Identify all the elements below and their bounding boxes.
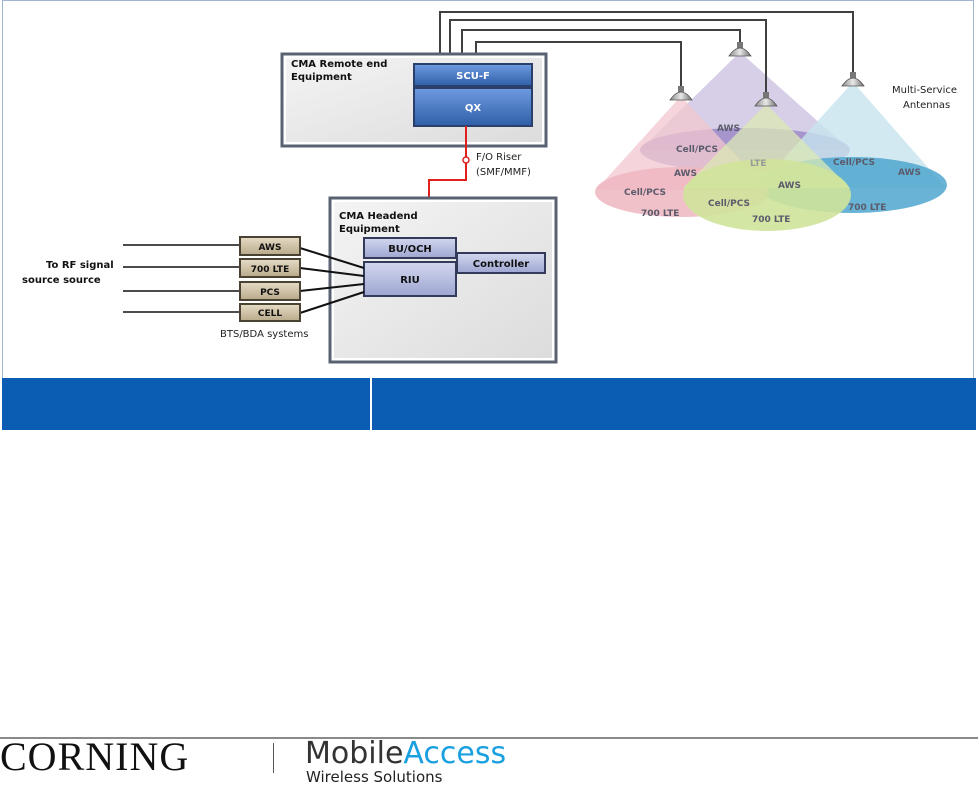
rf-source-label-line1: To RF signal [46,260,114,271]
riu-module [363,261,457,297]
bts-caption: BTS/BDA systems [220,329,308,340]
antenna-icon [841,72,865,87]
system-diagram: AWS Cell/PCS LTE AWS Cell/PCS 700 LTE AW… [22,11,957,364]
bts-box-cell [239,303,301,322]
coverage-label-purple-lte: LTE [750,159,767,169]
antenna-icon [728,42,752,57]
rf-source-label-line2: source source [22,275,101,286]
riser-label-line2: (SMF/MMF) [476,167,531,178]
scu-f-module [413,63,533,87]
bts-box-700-lte [239,258,301,278]
bts-to-riu-cables [299,247,365,314]
controller-module [456,252,546,274]
qx-label: QX [465,103,482,114]
controller-label: Controller [473,259,530,270]
antennas-label-line1: Multi-Service [892,85,957,96]
coverage-label-blue-aws: AWS [898,168,921,178]
logo-mobile-text: Mobile [305,736,404,771]
riu-label: RIU [400,275,420,286]
remote-end-title-line2: Equipment [291,72,352,83]
footer-divider [0,737,978,739]
logo-access-text: Access [403,736,507,771]
mobileaccess-logo: MobileAccess [305,737,506,771]
coverage-label-green-aws: AWS [778,181,801,191]
caption-bar-divider [370,378,372,430]
coverage-area-green [683,104,851,231]
qx-module [413,87,533,127]
antenna-cables [439,11,854,92]
caption-bar [2,378,976,430]
coverage-label-blue-cell: Cell/PCS [833,158,875,168]
coverage-label-purple-aws: AWS [717,124,740,134]
bts-label-700-lte: 700 LTE [251,265,289,275]
wireless-solutions-tagline: Wireless Solutions [306,768,443,786]
riser-label-line1: F/O Riser [476,152,522,163]
corning-logo: CORNING [0,734,190,779]
scu-f-label: SCU-F [456,71,490,82]
bts-label-cell: CELL [258,309,282,319]
antenna-icon [669,86,693,101]
remote-end-title-line1: CMA Remote end [291,59,387,70]
bts-box-aws [239,236,301,256]
bu-och-module [363,237,457,259]
headend-title-line2: Equipment [339,224,400,235]
coverage-label-blue-lte: 700 LTE [848,203,886,213]
coverage-label-pink-cell2: Cell/PCS [624,188,666,198]
bts-label-pcs: PCS [260,288,280,298]
coverage-label-green-cell: Cell/PCS [708,199,750,209]
coverage-label-pink-lte: 700 LTE [641,209,679,219]
rf-source-lines [123,244,240,313]
riser-connector-icon [462,156,470,164]
logo-separator [273,743,274,773]
bts-box-pcs [239,281,301,301]
bu-och-label: BU/OCH [388,244,432,255]
coverage-label-green-lte: 700 LTE [752,215,790,225]
coverage-label-pink-cell: Cell/PCS [676,145,718,155]
bts-label-aws: AWS [259,243,282,253]
headend-title-line1: CMA Headend [339,211,418,222]
antenna-icon [754,92,778,107]
coverage-label-pink-aws: AWS [674,169,697,179]
antennas-label-line2: Antennas [903,100,950,111]
